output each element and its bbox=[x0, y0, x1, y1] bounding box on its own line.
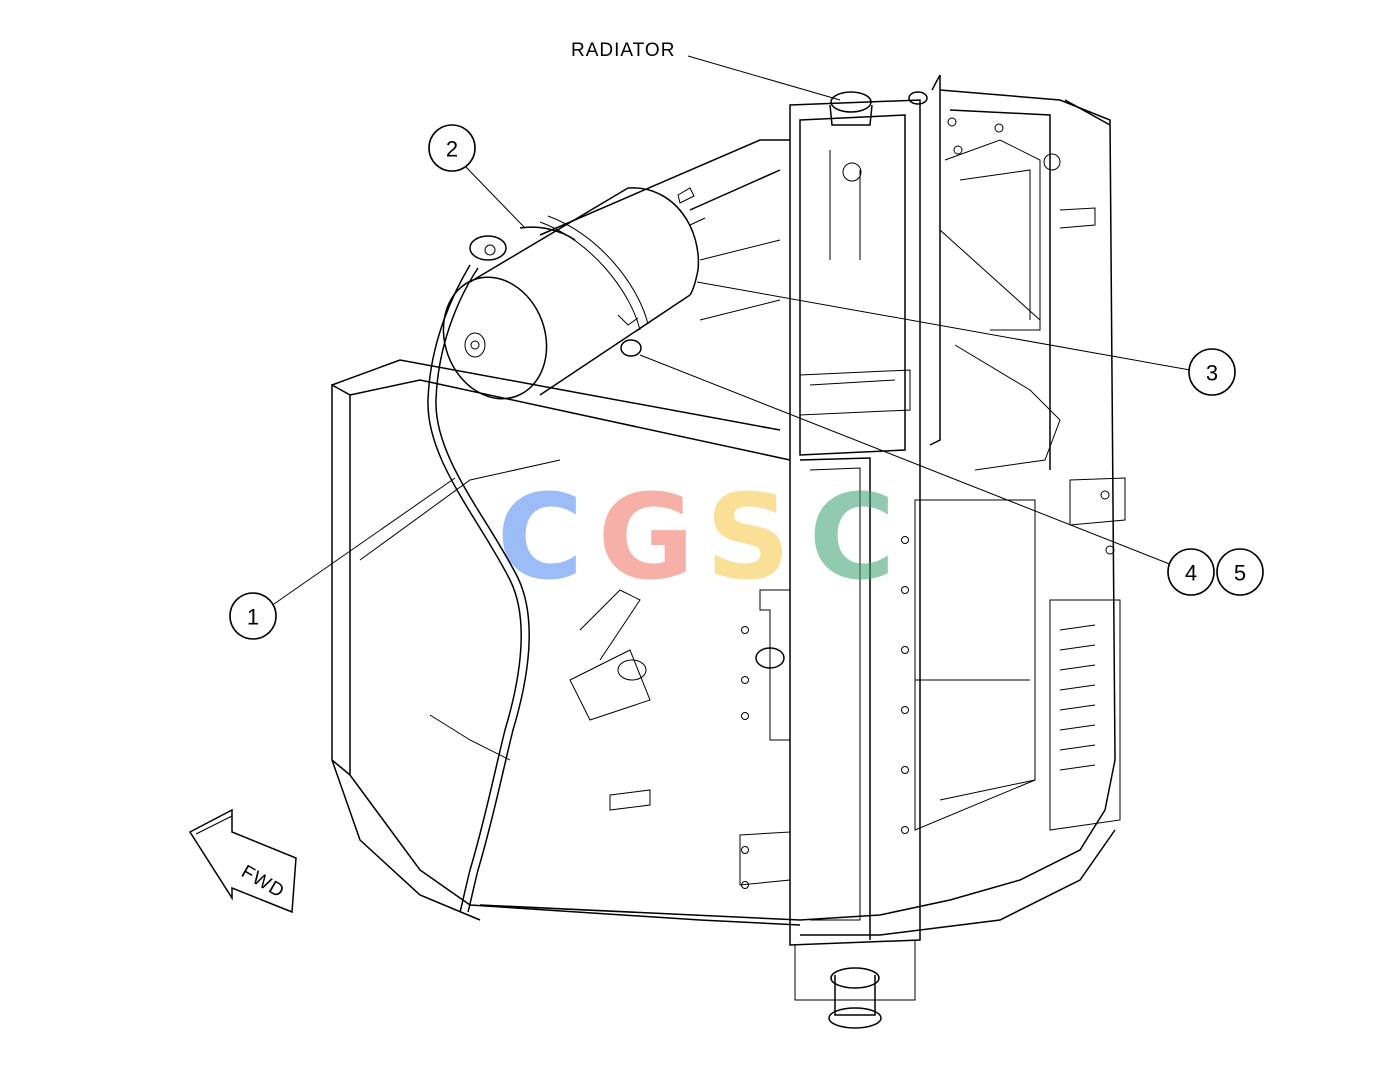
callout-2: 2 bbox=[428, 124, 476, 172]
callout-2-number: 2 bbox=[446, 137, 458, 162]
part-1-tube bbox=[427, 264, 530, 913]
callout-1-number: 1 bbox=[247, 605, 259, 630]
callout-5: 5 bbox=[1216, 548, 1264, 596]
fwd-arrow: FWD bbox=[188, 808, 297, 914]
watermark-letter-4: C bbox=[809, 468, 896, 606]
mounting-bracket bbox=[359, 459, 791, 886]
callout-4: 4 bbox=[1167, 548, 1215, 596]
chassis-frame bbox=[331, 89, 1126, 936]
grille bbox=[1049, 599, 1121, 831]
watermark-letter-1: C bbox=[497, 468, 584, 606]
fwd-label: FWD bbox=[238, 861, 289, 902]
callout-1: 1 bbox=[229, 592, 277, 640]
watermark-letter-2: G bbox=[598, 468, 695, 606]
callout-3: 3 bbox=[1188, 348, 1236, 396]
watermark-letter-3: S bbox=[706, 468, 791, 606]
callout-5-number: 5 bbox=[1234, 561, 1246, 586]
radiator-label: RADIATOR bbox=[571, 40, 675, 61]
leader-lines bbox=[273, 55, 1191, 605]
part-2-3-tank bbox=[442, 187, 706, 400]
callout-4-number: 4 bbox=[1185, 561, 1197, 586]
radiator bbox=[741, 74, 941, 1029]
callout-3-number: 3 bbox=[1206, 361, 1218, 386]
watermark: C G S C bbox=[497, 468, 896, 606]
